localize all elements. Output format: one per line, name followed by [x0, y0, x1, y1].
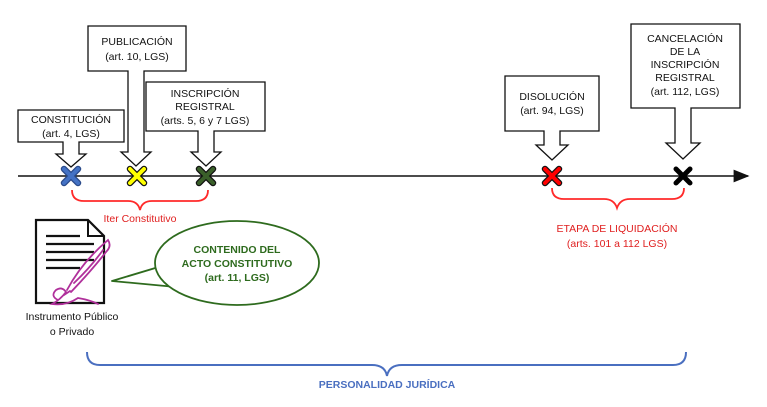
constitucion-marker — [60, 165, 82, 187]
inscripcion-article: (arts. 5, 6 y 7 LGS) — [161, 115, 250, 127]
inscripcion-label-1: INSCRIPCIÓN — [171, 87, 240, 100]
publicacion-article: (art. 10, LGS) — [105, 51, 169, 63]
contenido-article: (art. 11, LGS) — [205, 272, 270, 284]
liquidacion-articles: (arts. 101 a 112 LGS) — [567, 238, 667, 250]
publicacion-marker — [126, 165, 148, 187]
iter-constitutivo-label: Iter Constitutivo — [104, 213, 177, 225]
inscripcion-label-2: REGISTRAL — [175, 101, 235, 113]
constitucion-label: CONSTITUCIÓN — [31, 113, 111, 126]
constitucion-article: (art. 4, LGS) — [42, 128, 100, 140]
document-icon — [34, 218, 106, 305]
cancelacion-article: (art. 112, LGS) — [651, 86, 720, 98]
iter-constitutivo-bracket — [71, 189, 209, 211]
liquidacion-bracket — [551, 187, 685, 211]
instrumento-label-2: o Privado — [50, 326, 95, 338]
liquidacion-label: ETAPA DE LIQUIDACIÓN — [557, 222, 678, 235]
cancelacion-label-2: DE LA — [670, 46, 700, 58]
cancelacion-label-3: INSCRIPCIÓN — [651, 58, 720, 71]
cancelacion-label-4: REGISTRAL — [655, 72, 715, 84]
disolucion-label: DISOLUCIÓN — [519, 90, 584, 103]
disolucion-marker — [541, 165, 563, 187]
constitucion-callout: CONSTITUCIÓN (art. 4, LGS) — [17, 109, 125, 168]
cancelacion-callout: CANCELACIÓN DE LA INSCRIPCIÓN REGISTRAL … — [630, 23, 741, 160]
inscripcion-marker — [195, 165, 217, 187]
disolucion-callout: DISOLUCIÓN (art. 94, LGS) — [504, 75, 600, 161]
contenido-speech-bubble: CONTENIDO DEL ACTO CONSTITUTIVO (art. 11… — [111, 220, 320, 306]
quill-pen-icon — [49, 238, 111, 306]
inscripcion-callout: INSCRIPCIÓN REGISTRAL (arts. 5, 6 y 7 LG… — [145, 81, 266, 167]
personalidad-label: PERSONALIDAD JURÍDICA — [319, 378, 456, 391]
cancelacion-marker — [673, 166, 693, 186]
publicacion-label: PUBLICACIÓN — [101, 35, 172, 48]
contenido-label-1: CONTENIDO DEL — [194, 244, 282, 256]
cancelacion-label-1: CANCELACIÓN — [647, 32, 723, 45]
contenido-label-2: ACTO CONSTITUTIVO — [182, 258, 293, 270]
personalidad-bracket — [86, 351, 687, 377]
disolucion-article: (art. 94, LGS) — [520, 105, 584, 117]
publicacion-callout: PUBLICACIÓN (art. 10, LGS) — [87, 25, 187, 167]
instrumento-label-1: Instrumento Público — [26, 311, 119, 323]
